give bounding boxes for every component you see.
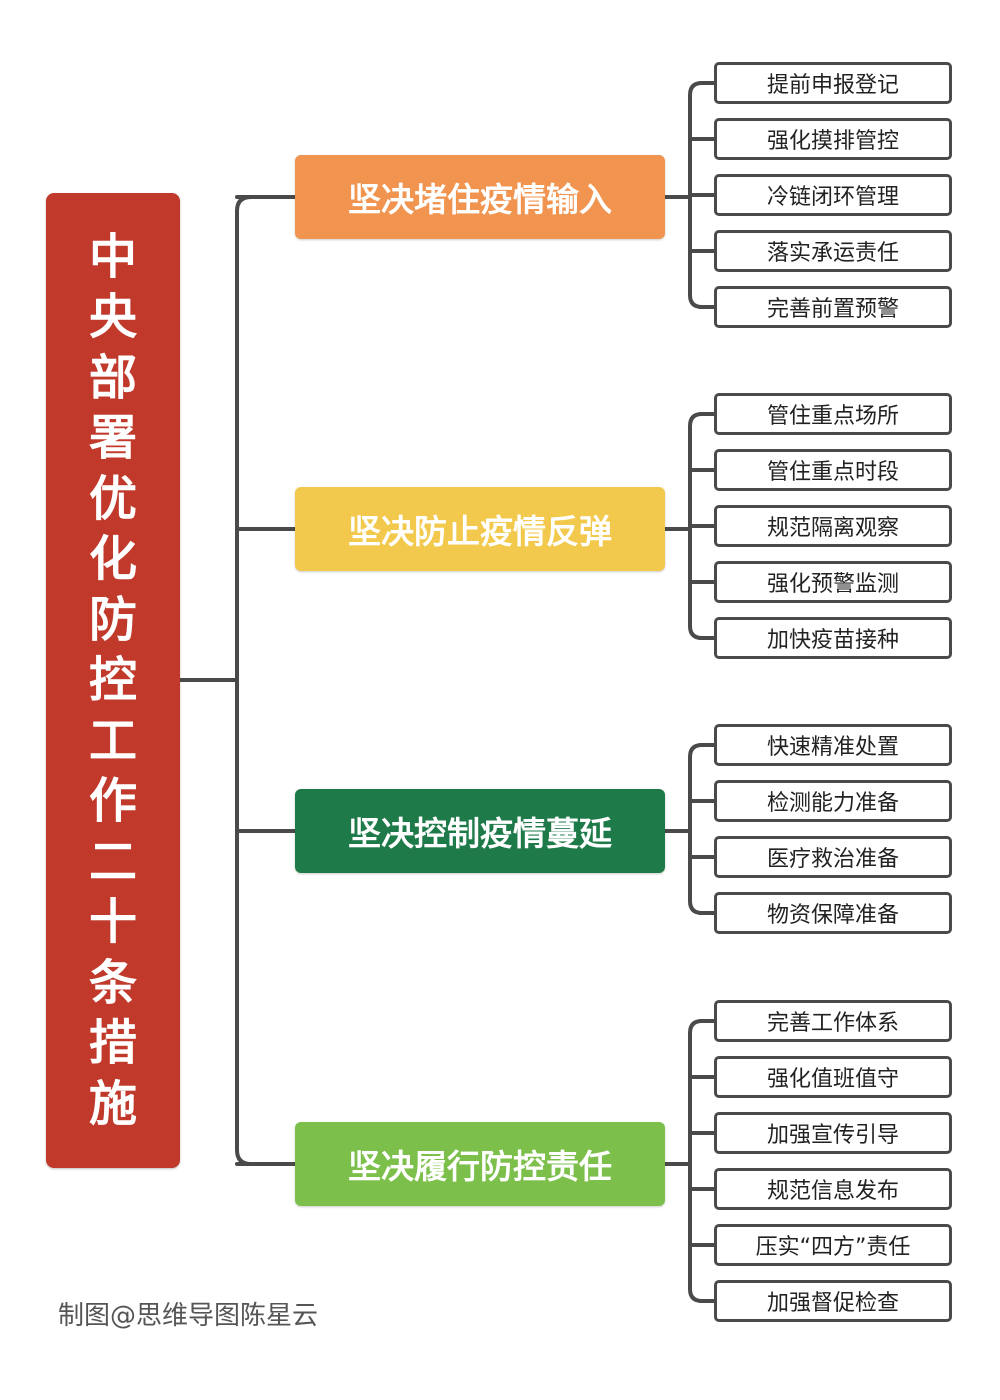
- root-title-char: 二: [88, 833, 137, 890]
- leaf-node: 管住重点场所: [714, 393, 952, 435]
- leaf-node: 提前申报登记: [714, 62, 952, 104]
- leaf-bracket: [688, 1019, 704, 1303]
- leaf-node: 完善工作体系: [714, 1000, 952, 1042]
- leaf-node: 医疗救治准备: [714, 836, 952, 878]
- leaf-node: 落实承运责任: [714, 230, 952, 272]
- root-title-char: 措: [88, 1015, 137, 1072]
- leaf-bracket: [688, 743, 704, 915]
- root-title-char: 作: [88, 773, 137, 830]
- branch-node: 坚决控制疫情蔓延: [295, 789, 665, 873]
- root-title-char: 工: [88, 712, 137, 769]
- root-title-char: 条: [88, 954, 137, 1011]
- leaf-node: 检测能力准备: [714, 780, 952, 822]
- leaf-node: 强化值班值守: [714, 1056, 952, 1098]
- leaf-node: 物资保障准备: [714, 892, 952, 934]
- leaf-node: 完善前置预警: [714, 286, 952, 328]
- root-title-char: 化: [88, 531, 137, 588]
- root-title-char: 施: [88, 1075, 137, 1132]
- leaf-node: 冷链闭环管理: [714, 174, 952, 216]
- leaf-node: 加快疫苗接种: [714, 617, 952, 659]
- credit-text: 制图@思维导图陈星云: [58, 1301, 319, 1331]
- root-title-char: 中: [88, 228, 137, 285]
- leaf-node: 快速精准处置: [714, 724, 952, 766]
- leaf-node: 管住重点时段: [714, 449, 952, 491]
- leaf-node: 强化摸排管控: [714, 118, 952, 160]
- leaf-node: 规范隔离观察: [714, 505, 952, 547]
- root-node: 中央部署优化防控工作二十条措施: [46, 193, 180, 1168]
- root-title-char: 署: [88, 410, 137, 467]
- root-title-char: 央: [88, 289, 137, 346]
- root-title-char: 十: [88, 894, 137, 951]
- main-trunk: [235, 195, 253, 1166]
- root-title-char: 防: [88, 591, 137, 648]
- branch-node: 坚决堵住疫情输入: [295, 155, 665, 239]
- root-title-char: 控: [88, 652, 137, 709]
- leaf-node: 压实“四方”责任: [714, 1224, 952, 1266]
- root-title-char: 部: [88, 349, 137, 406]
- leaf-node: 强化预警监测: [714, 561, 952, 603]
- leaf-node: 规范信息发布: [714, 1168, 952, 1210]
- leaf-node: 加强督促检查: [714, 1280, 952, 1322]
- branch-node: 坚决防止疫情反弹: [295, 487, 665, 571]
- root-title-char: 优: [88, 470, 137, 527]
- leaf-node: 加强宣传引导: [714, 1112, 952, 1154]
- branch-node: 坚决履行防控责任: [295, 1122, 665, 1206]
